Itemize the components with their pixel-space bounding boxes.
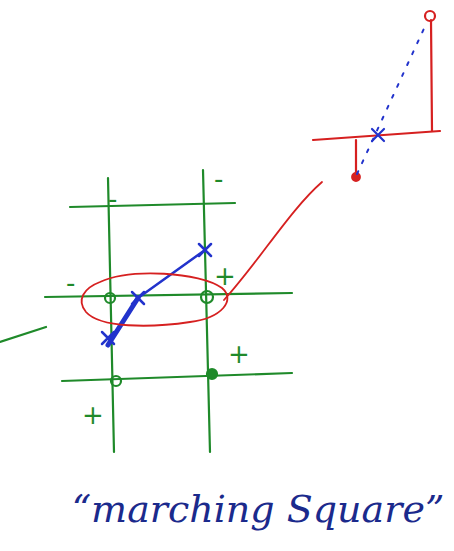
plus-sign: + [228,341,250,367]
caption: “marching Square” [72,490,445,528]
minus-sign: - [214,166,223,192]
plus-sign: + [214,263,236,289]
minus-sign: - [66,270,75,296]
minus-sign: - [108,186,117,212]
plus-sign: + [82,402,104,428]
